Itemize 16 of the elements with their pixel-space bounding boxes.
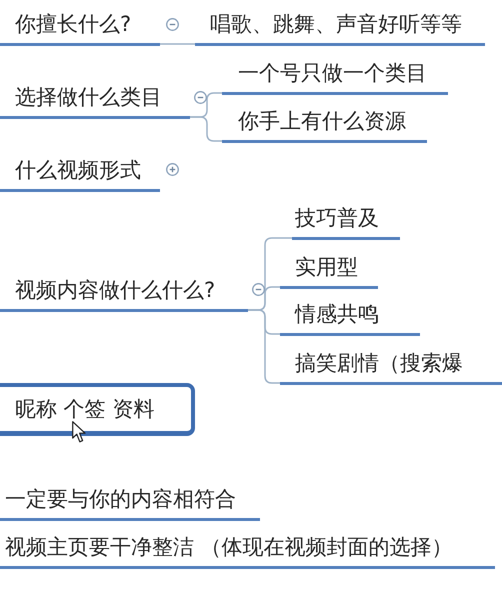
underlined-topic: 一个号只做一个类目	[222, 54, 448, 94]
underlined-topic: 唱歌、跳舞、声音好听等等	[195, 6, 485, 46]
underlined-topic: 搞笑剧情（搜索爆	[280, 344, 502, 384]
underlined-topic: 你手上有什么资源	[222, 102, 427, 142]
connector-line	[190, 116, 222, 142]
underlined-topic: 你擅长什么?	[0, 6, 160, 46]
underlined-topic: 实用型	[280, 248, 378, 288]
underlined-topic: 一定要与你的内容相符合	[0, 480, 260, 520]
underlined-topic: 技巧普及	[292, 200, 400, 240]
underlined-topic: 视频主页要干净整洁 （体现在视频封面的选择）	[0, 528, 495, 568]
connector-line	[160, 43, 195, 45]
underlined-topic: 视频内容做什么什么?	[0, 272, 248, 312]
topic-box: 昵称 个签 资料	[0, 383, 195, 436]
underlined-topic: 选择做什么类目	[0, 78, 190, 118]
underlined-topic: 情感共鸣	[280, 296, 420, 336]
underlined-topic: 什么视频形式	[0, 152, 160, 192]
